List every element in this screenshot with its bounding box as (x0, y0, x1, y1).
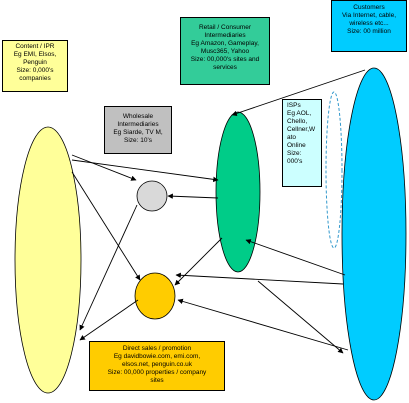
retail-box: Retail / Consumer Intermediaries Eg Amaz… (180, 17, 270, 85)
isp-line-2: Chello, (287, 118, 308, 125)
isp-line-7: 000's (287, 158, 303, 165)
direct-line-4: sites (150, 377, 164, 384)
isp-line-1: Eg AOL, (287, 110, 312, 117)
content-line-2: Penguin (23, 59, 47, 66)
content-line-3: Size: 0,000's (16, 67, 54, 74)
content-line-4: companies (19, 75, 51, 82)
wholesale-line-0: Wholesale (122, 113, 154, 120)
retail-line-0: Retail / Consumer (198, 24, 252, 31)
direct-line-2: elsos.net, penguin.co.uk (121, 361, 193, 368)
retail-line-1: Intermediaries (204, 32, 246, 39)
arrow-content-to-wholesale (71, 154, 137, 181)
arrow-direct-to-customers (257, 280, 344, 354)
retail-line-2: Eg Amazon, Gameplay, (191, 40, 259, 47)
isp-line-0: ISPs (287, 102, 301, 109)
arrow-wholesale-to-content (79, 204, 138, 331)
arrow-retail-to-direct (174, 237, 223, 286)
isp-ellipse (325, 91, 343, 249)
arrow-content-to-retail (71, 159, 219, 183)
arrow-direct-to-content (79, 299, 139, 341)
arrow-customers-to-retail-lower (245, 239, 346, 276)
direct-line-1: Eg davidbowie.com, emi.com, (113, 353, 201, 360)
direct-box: Direct sales / promotion Eg davidbowie.c… (89, 341, 225, 391)
direct-circle (134, 272, 176, 320)
arrow-content-to-direct (71, 171, 141, 281)
direct-line-3: Size: 00,000 properties / company (107, 369, 207, 376)
customers-line-3: Size: 00 million (347, 28, 391, 35)
arrow-customers-to-retail (231, 69, 366, 116)
customers-ellipse (341, 67, 407, 401)
wholesale-line-1: Intermediaries (117, 121, 159, 128)
retail-line-5: services (213, 64, 237, 71)
arrow-retail-to-wholesale (167, 193, 219, 199)
content-ellipse (14, 126, 82, 394)
customers-box: Customers Via Internet, cable, wireless … (331, 0, 407, 52)
arrow-customers-to-direct (175, 272, 344, 285)
retail-line-3: Musc365, Yahoo (200, 48, 250, 55)
content-line-0: Content / IPR (15, 43, 55, 50)
isp-line-5: Online (287, 142, 306, 149)
direct-line-0: Direct sales / promotion (122, 345, 192, 352)
arrow-customers-to-direct-lower (177, 298, 349, 351)
wholesale-circle (136, 180, 168, 212)
isp-box: ISPs Eg AOL, Chello, Cellner,W ato Onlin… (282, 99, 322, 187)
wholesale-line-3: Size: 10's (124, 137, 152, 144)
content-box: Content / IPR Eg EMI, Elsos, Penguin Siz… (2, 40, 68, 92)
content-line-1: Eg EMI, Elsos, (13, 51, 57, 58)
wholesale-line-2: Eg Siarde, TV M, (113, 129, 163, 136)
retail-ellipse (215, 111, 261, 273)
wholesale-box: Wholesale Intermediaries Eg Siarde, TV M… (104, 106, 172, 154)
retail-line-4: Size: 00,000's sites and (190, 56, 260, 63)
customers-line-1: Via Internet, cable, (341, 12, 397, 19)
isp-line-4: ato (287, 134, 297, 141)
isp-line-6: Size: (287, 150, 302, 157)
customers-line-0: Customers (353, 4, 385, 11)
isp-line-3: Cellner,W (287, 126, 316, 133)
customers-line-2: wireless etc... (349, 20, 389, 27)
